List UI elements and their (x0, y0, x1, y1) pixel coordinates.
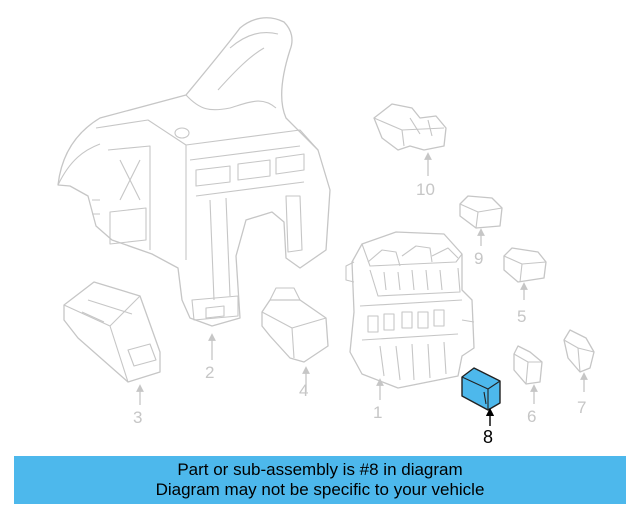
callout-10-label: 10 (416, 180, 435, 199)
callout-3-label: 3 (133, 408, 142, 427)
parts-diagram: 2 3 4 1 10 (57, 17, 595, 447)
banner-line-1: Part or sub-assembly is #8 in diagram (177, 460, 463, 479)
support-bracket-drawing (57, 17, 331, 327)
info-banner: Part or sub-assembly is #8 in diagram Di… (14, 456, 626, 504)
callout-5-label: 5 (517, 307, 526, 326)
callout-7-label: 7 (577, 398, 586, 417)
part-10-drawing (373, 103, 447, 151)
callout-2-label: 2 (205, 363, 214, 382)
part-4-drawing (261, 287, 329, 363)
part-5-drawing (503, 247, 547, 283)
callout-8-label: 8 (483, 427, 493, 447)
part-6-drawing (513, 345, 543, 385)
part-7-drawing (563, 329, 595, 373)
part-3-drawing (63, 281, 161, 383)
callout-1-label: 1 (373, 403, 382, 422)
callout-9-label: 9 (474, 249, 483, 268)
banner-line-2: Diagram may not be specific to your vehi… (155, 480, 485, 499)
callout-4-label: 4 (299, 381, 308, 400)
part-9-drawing (459, 195, 503, 229)
part-1-drawing (345, 231, 475, 389)
part-8-highlighted-drawing[interactable] (461, 367, 501, 411)
callout-6-label: 6 (527, 407, 536, 426)
